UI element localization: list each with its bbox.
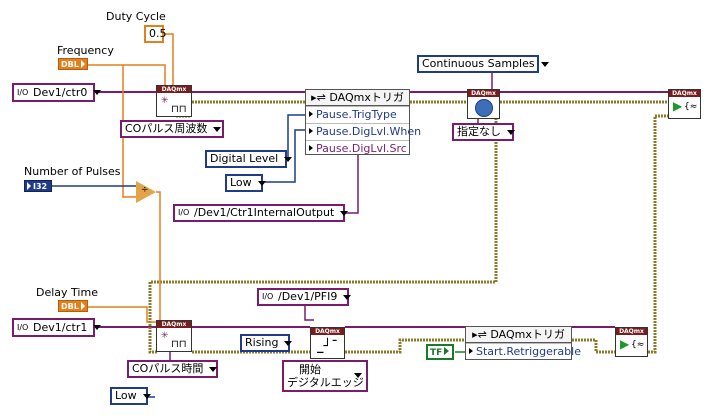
timing-polymorphic-selector[interactable]: 指定なし xyxy=(452,123,515,141)
continuous-samples-constant[interactable]: Continuous Samples xyxy=(417,55,549,73)
chevron-down-icon[interactable] xyxy=(340,210,349,216)
daqmx-create-channel-ctr1[interactable]: DAQmx ✳ ⊓⊓ xyxy=(156,320,192,352)
chevron-down-icon[interactable] xyxy=(257,180,266,186)
pfi9-terminal-constant[interactable]: I/O /Dev1/PFI9 xyxy=(257,288,352,306)
play-icon: ▶ xyxy=(620,337,630,351)
play-icon: ▶ xyxy=(673,99,683,113)
digital-level-value: Digital Level xyxy=(210,152,279,165)
property-node-icon: ▸⇌ xyxy=(311,91,330,104)
ctr1-channel-constant[interactable]: I/O Dev1/ctr1 xyxy=(12,318,102,337)
io-icon: I/O xyxy=(17,87,29,97)
clock-icon xyxy=(475,99,493,117)
divide-icon: ÷ xyxy=(141,185,149,195)
property-node-icon: ▸⇌ xyxy=(472,328,491,341)
co-freq-polymorphic-selector[interactable]: COパルス周波数 xyxy=(120,120,224,138)
number-of-pulses-label: Number of Pulses xyxy=(24,165,121,178)
co-time-value: COパルス時間 xyxy=(132,362,204,375)
chevron-down-icon[interactable] xyxy=(343,294,352,300)
chevron-down-icon[interactable] xyxy=(540,61,549,67)
daqmx-header: DAQmx xyxy=(468,90,499,97)
daqmx-header: DAQmx xyxy=(311,328,344,335)
start-line-2: デジタルエッジ xyxy=(287,376,364,389)
waveform-icon: {≈ xyxy=(684,102,698,112)
trigger-1-title-text: DAQmxトリガ xyxy=(329,91,404,104)
digital-edge-icon: _┘¯ xyxy=(317,339,338,354)
trigger-2-title: ▸⇌ DAQmxトリガ xyxy=(466,327,571,343)
daqmx-start-task-ctr0[interactable]: DAQmx ▶ {≈ xyxy=(668,89,701,119)
io-icon: I/O xyxy=(262,292,274,301)
delay-time-label: Delay Time xyxy=(36,286,98,299)
duty-cycle-constant[interactable]: 0.5 xyxy=(144,25,167,43)
continuous-samples-value: Continuous Samples xyxy=(422,57,535,70)
chevron-down-icon[interactable] xyxy=(93,90,102,95)
io-icon: I/O xyxy=(178,208,190,217)
delay-type: DBL xyxy=(61,301,79,311)
daqmx-header: DAQmx xyxy=(616,328,647,335)
ctr1-value: Dev1/ctr1 xyxy=(33,320,88,334)
digital-level-constant[interactable]: Digital Level xyxy=(205,150,293,168)
asterisk-icon: ✳ xyxy=(161,96,169,106)
trigger-1-title: ▸⇌ DAQmxトリガ xyxy=(306,90,409,106)
low-1-value: Low xyxy=(230,176,252,189)
chevron-down-icon[interactable] xyxy=(354,373,362,378)
divide-function[interactable] xyxy=(136,181,156,203)
pulses-type: I32 xyxy=(33,181,48,191)
none-selected-value: 指定なし xyxy=(457,125,501,138)
chevron-down-icon[interactable] xyxy=(213,126,222,132)
true-boolean-constant[interactable]: TF xyxy=(426,344,454,360)
chevron-down-icon[interactable] xyxy=(507,129,515,135)
asterisk-icon: ✳ xyxy=(161,331,169,341)
daqmx-start-trigger-vi[interactable]: DAQmx _┘¯ xyxy=(310,327,345,359)
daqmx-header: DAQmx xyxy=(157,86,191,93)
trigger-row-pause-trigtype[interactable]: Pause.TrigType xyxy=(306,106,409,123)
start-digital-edge-selector[interactable]: 開始 デジタルエッジ xyxy=(282,360,368,392)
pfi9-value: /Dev1/PFI9 xyxy=(278,290,338,303)
output-arrow-icon xyxy=(444,347,450,355)
chevron-down-icon[interactable] xyxy=(284,156,293,162)
low-2-value: Low xyxy=(115,389,137,402)
internal-output-value: /Dev1/Ctr1InternalOutput xyxy=(194,206,335,219)
chevron-down-icon[interactable] xyxy=(209,366,218,372)
daqmx-header: DAQmx xyxy=(157,321,191,328)
trigger-row-start-retriggerable[interactable]: Start.Retriggerable xyxy=(466,343,581,360)
chevron-down-icon[interactable] xyxy=(93,325,102,330)
trigger-row-pause-diglvl-when[interactable]: Pause.DigLvl.When xyxy=(306,123,421,140)
daqmx-timing-vi[interactable]: DAQmx xyxy=(467,89,500,119)
waveform-icon: {≈ xyxy=(631,340,645,350)
true-const-value: TF xyxy=(430,348,443,358)
trigger-2-title-text: DAQmxトリガ xyxy=(490,328,565,341)
pulse-train-icon: ⊓⊓ xyxy=(171,339,187,350)
low-constant-1[interactable]: Low xyxy=(225,174,266,192)
daqmx-start-task-ctr1[interactable]: DAQmx ▶ {≈ xyxy=(615,327,648,357)
chevron-down-icon[interactable] xyxy=(284,340,293,346)
frequency-label: Frequency xyxy=(57,44,114,57)
chevron-down-icon[interactable] xyxy=(142,393,151,399)
delay-time-terminal[interactable]: DBL xyxy=(58,300,88,312)
rising-value: Rising xyxy=(245,336,279,349)
trigger-row-pause-diglvl-src[interactable]: Pause.DigLvl.Src xyxy=(306,140,409,157)
io-icon: I/O xyxy=(17,322,29,332)
rising-constant[interactable]: Rising xyxy=(240,334,293,352)
internal-output-terminal-constant[interactable]: I/O /Dev1/Ctr1InternalOutput xyxy=(173,204,349,222)
daqmx-trigger-property-node-2[interactable]: ▸⇌ DAQmxトリガ Start.Retriggerable xyxy=(465,326,581,360)
low-constant-2[interactable]: Low xyxy=(110,387,151,405)
co-freq-value: COパルス周波数 xyxy=(125,122,208,135)
pulse-train-icon: ⊓⊓ xyxy=(171,104,187,115)
number-of-pulses-terminal[interactable]: I32 xyxy=(24,180,52,192)
duty-cycle-label: Duty Cycle xyxy=(106,10,166,23)
daqmx-trigger-property-node-1[interactable]: ▸⇌ DAQmxトリガ Pause.TrigType Pause.DigLvl.… xyxy=(305,89,421,157)
start-line-1: 開始 xyxy=(299,363,321,376)
co-time-polymorphic-selector[interactable]: COパルス時間 xyxy=(127,360,218,378)
daqmx-create-channel-ctr0[interactable]: DAQmx ✳ ⊓⊓ xyxy=(156,85,192,117)
daqmx-header: DAQmx xyxy=(669,90,700,97)
ctr0-channel-constant[interactable]: I/O Dev1/ctr0 xyxy=(12,83,102,102)
frequency-terminal[interactable]: DBL xyxy=(58,58,88,70)
frequency-type: DBL xyxy=(61,59,79,69)
ctr0-value: Dev1/ctr0 xyxy=(33,85,88,99)
